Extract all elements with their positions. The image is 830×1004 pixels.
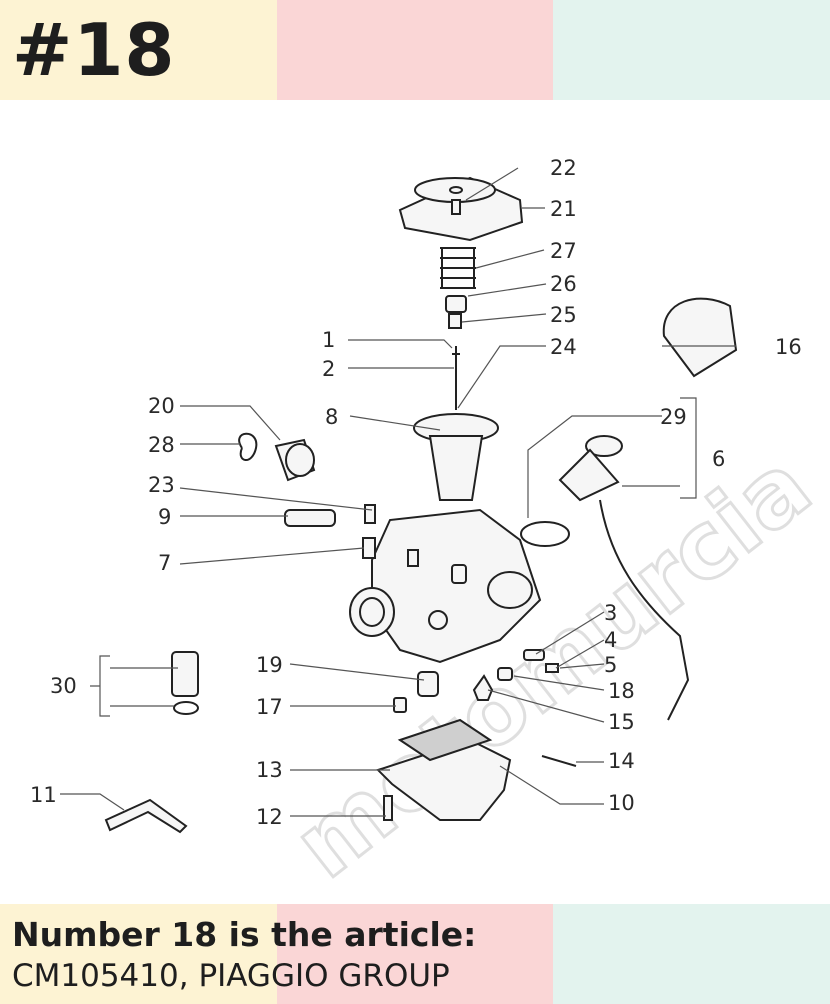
callout-3: 3 [604,601,617,625]
header-color-band [0,0,830,100]
idle-screw-part [284,509,336,527]
footer-mint-block [553,904,830,1004]
hose-clamp-part [238,432,258,461]
article-code: CM105410, PIAGGIO GROUP [12,958,450,994]
callout-29: 29 [660,405,687,429]
main-jet-part [393,697,407,713]
vacuum-piston-part [413,413,499,501]
cover-screw-part [451,199,461,215]
jet-needle-part [452,346,460,410]
callout-11: 11 [30,783,57,807]
callout-21: 21 [550,197,577,221]
callout-25: 25 [550,303,577,327]
callout-19: 19 [256,653,283,677]
float-pin-part [541,755,577,767]
needle-valve-part [472,674,494,701]
callout-2: 2 [322,357,335,381]
air-hose-part [662,297,738,378]
header-mint-block [553,0,830,100]
callout-30: 30 [50,674,77,698]
callout-12: 12 [256,805,283,829]
footer-yellow-block [0,904,277,1004]
callout-23: 23 [148,473,175,497]
callout-1: 1 [322,328,335,352]
footer-color-band [0,904,830,1004]
spring-part [440,247,476,289]
callout-20: 20 [148,394,175,418]
part-number-badge: #18 [12,8,176,92]
callout-14: 14 [608,749,635,773]
callout-24: 24 [550,335,577,359]
callout-9: 9 [158,505,171,529]
sleeve-part [274,438,316,482]
leader-lines [60,167,736,817]
callout-4: 4 [604,628,617,652]
carburetor-exploded-diagram: motomurcia [30,156,830,900]
jet-kit-part [171,651,199,715]
header-yellow-block [0,0,277,100]
callout-16: 16 [775,335,802,359]
callout-22: 22 [550,156,577,180]
callout-10: 10 [608,791,635,815]
drain-fitting-part [104,798,188,834]
drain-screw-part [383,795,393,821]
callout-28: 28 [148,433,175,457]
callout-labels: 22 21 27 26 25 24 1 2 8 29 16 6 20 28 23… [30,156,802,829]
needle-clip-part [448,313,462,329]
callout-26: 26 [550,272,577,296]
header-pink-block [277,0,553,100]
spring-seat-part [445,295,467,313]
callout-15: 15 [608,710,635,734]
carburetor-body-part [349,508,542,664]
float-part [397,718,493,762]
small-spring-parts [362,504,376,559]
callout-17: 17 [256,695,283,719]
footer-pink-block [277,904,553,1004]
callout-18: 18 [608,679,635,703]
enrichment-valve-part [558,435,690,721]
gasket-ring-part [520,521,570,547]
callout-13: 13 [256,758,283,782]
callout-6: 6 [712,447,725,471]
callout-8: 8 [325,405,338,429]
callout-7: 7 [158,551,171,575]
callout-5: 5 [604,653,617,677]
callout-27: 27 [550,239,577,263]
article-heading: Number 18 is the article: [12,915,477,954]
jet-holder-part [417,671,439,697]
